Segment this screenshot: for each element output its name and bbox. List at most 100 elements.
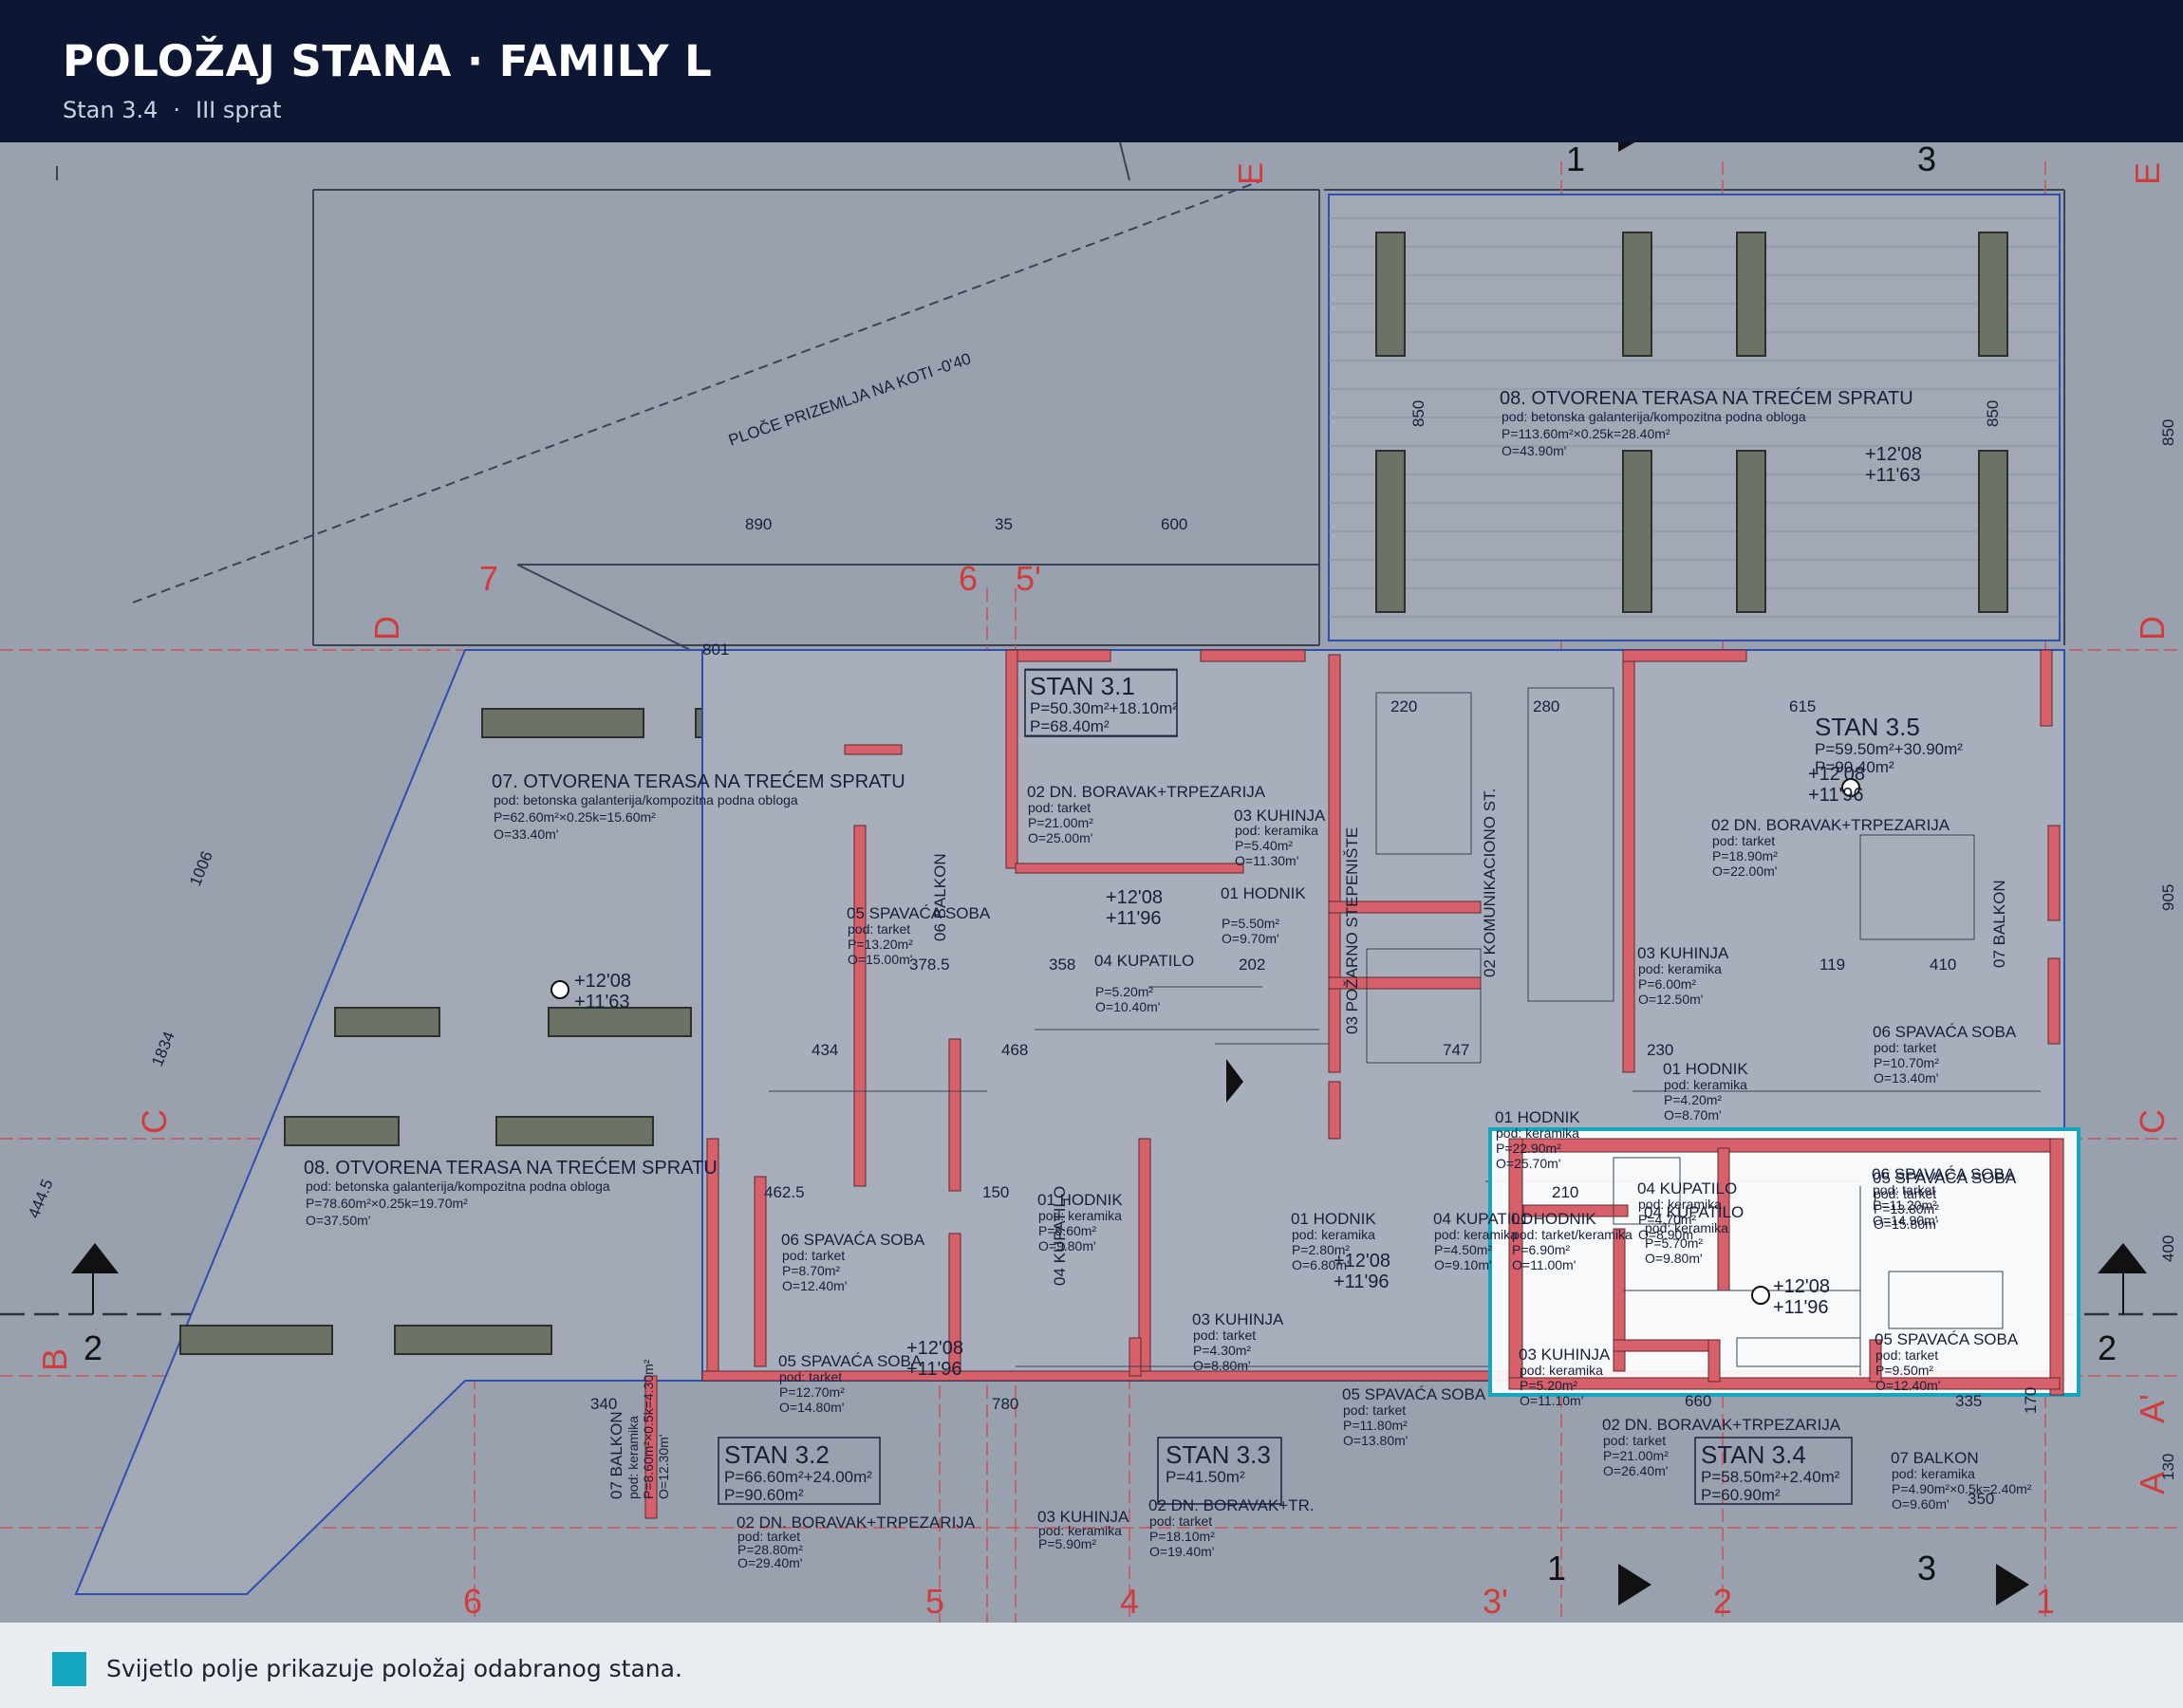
section-arrow-bottom1-icon xyxy=(1618,1564,1651,1606)
room-31-kuhinja-perim: O=11.30m' xyxy=(1235,853,1298,868)
room-33-kupatilo: 04 KUPATILO xyxy=(1433,1210,1533,1228)
stair-arrow-icon xyxy=(1226,1059,1243,1103)
dim-1834: 1834 xyxy=(148,1029,178,1068)
unit-35-total: P=90.40m² xyxy=(1815,758,1894,776)
terrace3-name: 08. OTVORENA TERASA NA TREĆEM SPRATU xyxy=(304,1157,718,1179)
room-32-kuhinja-area: P=5.90m² xyxy=(1038,1536,1096,1551)
level-s31-2: +11'96 xyxy=(1106,908,1162,929)
room-34-spavaca6-area: P=11.20m² xyxy=(1873,1197,1937,1213)
room-31-kupatilo: 04 KUPATILO xyxy=(1094,952,1194,970)
room-31-kupatilo-perim: O=10.40m' xyxy=(1095,999,1160,1014)
room-34-boravak-perim: O=26.40m' xyxy=(1603,1463,1668,1478)
legend-text: Svijetlo polje prikazuje položaj odabran… xyxy=(106,1655,682,1682)
axis-label-E-left: E xyxy=(1231,162,1270,185)
room-32-balkon-area: P=8.60m²×0.5k=4.30m² xyxy=(641,1359,656,1499)
axis-label-4-bottom: 4 xyxy=(1120,1582,1139,1621)
room-33-spavaca-area: P=11.80m² xyxy=(1343,1418,1408,1433)
room-34-kuhinja-perim: O=11.10m' xyxy=(1520,1393,1583,1408)
dim-600: 600 xyxy=(1161,515,1187,533)
dim-220: 220 xyxy=(1390,697,1417,715)
dim-280: 280 xyxy=(1533,697,1559,715)
room-hodnik-common-floor: pod: keramika xyxy=(1496,1125,1579,1141)
dim-130: 130 xyxy=(2159,1454,2177,1480)
dim-4625: 462.5 xyxy=(764,1183,805,1201)
room-32-kuhinja: 03 KUHINJA xyxy=(1037,1508,1129,1526)
room-34-kuhinja-area: P=5.20m² xyxy=(1520,1378,1577,1393)
unit-35-area: P=59.50m²+30.90m² xyxy=(1815,740,1963,758)
section-arrow-top1-icon xyxy=(1618,142,1635,152)
room-33-hodnik: 01 HODNIK xyxy=(1291,1210,1376,1228)
room-32-boravak: 02 DN. BORAVAK+TRPEZARIJA xyxy=(737,1513,976,1532)
level-marker-icon xyxy=(550,980,569,999)
section-markers xyxy=(71,142,2147,1606)
room-34-spavaca6-perim: O=14.90m' xyxy=(1873,1213,1937,1228)
room-34-balkon: 07 BALKON xyxy=(1891,1449,1979,1467)
room-35-kupatilo-area: P=5.70m² xyxy=(1645,1235,1703,1251)
room-35-balkon: 07 BALKON xyxy=(1990,880,2008,968)
room-33-hodnik-floor: pod: keramika xyxy=(1292,1227,1375,1242)
room-34-kupatilo: 04 KUPATILO xyxy=(1637,1179,1737,1197)
room-35-hodnik-perim: O=8.70m' xyxy=(1664,1107,1722,1123)
room-komunikaciono: 02 KOMUNIKACIONO ST. xyxy=(1481,789,1499,977)
room-stair: 03 POŽARNO STEPENIŠTE xyxy=(1343,827,1361,1034)
unit-33-total: P=41.50m² xyxy=(1166,1468,1245,1486)
unit-31-area: P=50.30m²+18.10m² xyxy=(1030,699,1178,717)
room-33-spavaca-floor: pod: tarket xyxy=(1343,1402,1406,1418)
unit-33-name: STAN 3.3 xyxy=(1166,1440,1271,1469)
room-32-spavaca5: 05 SPAVAĆA SOBA xyxy=(778,1352,923,1370)
room-34-hodnik-floor: pod: tarket/keramika xyxy=(1512,1227,1633,1242)
axis-labels: 1 3 7 6 5' 6 5 4 3' 2 1 1 3 E E D D C C … xyxy=(35,142,2172,1621)
room-33-kuhinja-floor: pod: tarket xyxy=(1193,1327,1256,1343)
room-labels: 02 DN. BORAVAK+TRPEZARIJA pod: tarket P=… xyxy=(607,783,2032,1570)
dim-358: 358 xyxy=(1049,956,1075,974)
room-34-kupatilo-perim: O=8.90m' xyxy=(1638,1227,1696,1242)
dim-434: 434 xyxy=(812,1041,838,1059)
room-33-kuhinja-perim: O=8.80m' xyxy=(1193,1358,1251,1373)
dim-905: 905 xyxy=(2159,884,2177,911)
terrace1-floor: pod: betonska galanterija/kompozitna pod… xyxy=(1502,409,1806,424)
unit-32-name: STAN 3.2 xyxy=(724,1440,830,1469)
room-hodnik-common-area: P=22.90m² xyxy=(1496,1141,1561,1156)
level-markers: +12'08 +11'63 +12'08 +11'63 +12'08 +11'9… xyxy=(550,444,1922,1380)
room-32-kupatilo: 04 KUPATILO xyxy=(1051,1186,1069,1286)
room-35-hodnik-floor: pod: keramika xyxy=(1664,1077,1747,1092)
level-terrace-2: +11'63 xyxy=(1865,465,1921,486)
dim-150: 150 xyxy=(982,1183,1009,1201)
dim-850-c: 850 xyxy=(2159,419,2177,446)
level-marker-terrace-icon xyxy=(1841,778,1860,797)
room-34-balkon-perim: O=9.60m' xyxy=(1892,1496,1950,1512)
room-34-spavaca6-floor: pod: tarket xyxy=(1873,1182,1935,1197)
room-32-boravak-perim: O=29.40m' xyxy=(737,1555,802,1570)
room-35-spavaca5-floor: pod: tarket xyxy=(1874,1186,1936,1201)
dim-850-a: 850 xyxy=(1409,400,1427,427)
room-34-spavaca5-perim: O=12.40m' xyxy=(1875,1378,1940,1393)
room-32-hodnik-floor: pod: keramika xyxy=(1038,1208,1122,1223)
room-32-balkon-perim: O=12.30m' xyxy=(656,1435,671,1499)
room-31-spavaca-perim: O=15.00m' xyxy=(848,952,912,967)
floor-plan-drawing: 1 3 7 6 5' 6 5 4 3' 2 1 1 3 E E D D C C … xyxy=(0,142,2183,1623)
terrace3-perimeter: O=37.50m' xyxy=(306,1213,370,1228)
room-34-spavaca5: 05 SPAVAĆA SOBA xyxy=(1875,1330,2019,1348)
level-a: +12'08 xyxy=(574,971,631,992)
axis-label-1-bottom-black: 1 xyxy=(1547,1549,1566,1587)
room-32-spavaca5-area: P=12.70m² xyxy=(779,1384,845,1400)
dim-410: 410 xyxy=(1930,956,1956,974)
apartment-label: Stan 3.4 xyxy=(63,97,159,123)
floor-label: III sprat xyxy=(196,97,282,123)
axis-label-2-bottom: 2 xyxy=(1713,1582,1732,1621)
axis-label-7: 7 xyxy=(479,559,498,598)
room-31-boravak-perim: O=25.00m' xyxy=(1028,830,1092,845)
room-32-spavaca6-floor: pod: tarket xyxy=(782,1248,845,1263)
dim-350: 350 xyxy=(1968,1490,1994,1508)
room-34-spavaca5-floor: pod: tarket xyxy=(1875,1347,1938,1363)
dim-660: 660 xyxy=(1685,1392,1711,1410)
terrace2-floor: pod: betonska galanterija/kompozitna pod… xyxy=(494,792,798,808)
dim-4445: 444.5 xyxy=(25,1177,57,1221)
room-32-spavaca6-perim: O=12.40m' xyxy=(782,1278,847,1293)
dim-801: 801 xyxy=(702,640,729,659)
axis-label-5p: 5' xyxy=(1016,559,1041,598)
level-s35: +12'08 xyxy=(1808,764,1865,785)
dim-400: 400 xyxy=(2159,1235,2177,1262)
terrace3-area: P=78.60m²×0.25k=19.70m² xyxy=(306,1196,468,1211)
room-33-hodnik-area: P=2.80m² xyxy=(1292,1242,1350,1257)
